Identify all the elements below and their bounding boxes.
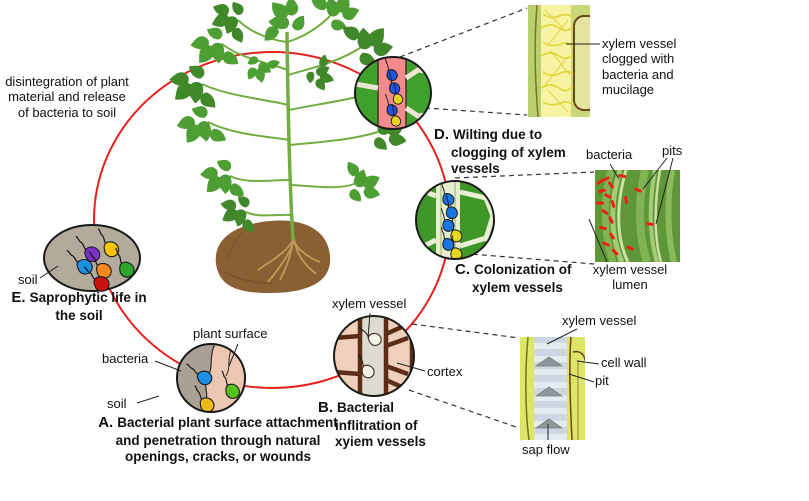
stage-b-letter: B. <box>318 399 333 416</box>
roots <box>257 237 321 283</box>
panel-sap-flow <box>520 337 585 440</box>
label-cortex: cortex <box>427 364 463 379</box>
leader-pits-1 <box>642 157 668 190</box>
caption-stage-e: E.Saprophytic life in the soil <box>4 289 154 324</box>
leader-bacteria-a <box>154 360 182 372</box>
connector-c-bottom <box>445 251 595 265</box>
panel-clogged-vessel <box>528 5 590 117</box>
leader-plant-surface <box>228 343 239 367</box>
stage-e-circle <box>43 224 141 293</box>
stage-e-letter: E. <box>11 289 26 306</box>
label-soil-a: soil <box>107 396 127 411</box>
leader-cell-wall <box>576 360 600 365</box>
stage-c-letter: C. <box>455 261 470 278</box>
stem <box>285 31 295 241</box>
soil-mound <box>215 220 331 293</box>
leader-pits-2 <box>655 157 674 225</box>
connector-b-bottom <box>408 389 520 429</box>
stage-d-letter: D. <box>434 126 449 143</box>
stage-d-circle <box>354 56 432 130</box>
label-bacteria-lumen: bacteria <box>586 147 633 162</box>
label-xylem-vessel-lumen: xylem vessel lumen <box>592 262 668 293</box>
plant-illustration <box>169 0 411 293</box>
caption-stage-c: C.Colonization of xylem vessels <box>455 261 590 296</box>
leader-xylem-b <box>367 312 371 339</box>
note-disintegration: disintegration of plant material and rel… <box>5 74 129 120</box>
stage-c-circle <box>415 180 495 260</box>
label-soil-e: soil <box>18 272 38 287</box>
label-clogged-vessel: xylem vessel clogged with bacteria and m… <box>602 36 677 97</box>
stage-a-letter: A. <box>98 414 114 431</box>
label-xylem-vessel-b: xylem vessel <box>332 296 407 311</box>
bacteria-rods <box>596 174 654 256</box>
label-bacteria-a: bacteria <box>102 351 149 366</box>
panel-vessel-lumen <box>595 170 680 262</box>
stage-a-text: Bacterial plant surface attachment and p… <box>115 415 338 465</box>
label-cell-wall: cell wall <box>601 355 647 370</box>
label-xylem-vessel-sap: xylem vessel <box>562 313 637 328</box>
leader-bacteria-lumen <box>609 163 620 180</box>
dashed-connectors <box>399 7 595 429</box>
leader-lines <box>39 43 674 440</box>
leader-lumen <box>588 218 608 263</box>
stage-c-text: Colonization of xylem vessels <box>472 262 572 295</box>
caption-stage-b: B.Bacterial inflitration of xyiem vessel… <box>318 399 445 451</box>
stage-e-text: Saprophytic life in the soil <box>29 290 147 323</box>
label-pits: pits <box>662 143 683 158</box>
leader-pit-sap <box>568 373 595 383</box>
leader-xylem-sap <box>546 328 578 345</box>
caption-stage-d: D.Wilting due to clogging of xylem vesse… <box>434 126 601 178</box>
branches <box>201 15 379 217</box>
leader-soil-e <box>39 265 59 279</box>
caption-stage-a: A.Bacterial plant surface attachment and… <box>98 414 338 466</box>
sap-flow-arrows <box>534 356 564 429</box>
label-plant-surface: plant surface <box>193 326 268 341</box>
connector-b-top <box>411 323 520 339</box>
connector-d-top <box>399 7 528 58</box>
stage-b-text: Bacterial inflitration of xyiem vessels <box>335 400 426 450</box>
leader-soil-a <box>136 395 160 404</box>
label-pit: pit <box>595 373 609 388</box>
stage-b-circle <box>333 315 415 397</box>
stage-a-circle <box>176 343 246 413</box>
stage-d-text: Wilting due to clogging of xylem vessels <box>451 127 566 177</box>
connector-d-bottom <box>424 107 528 116</box>
label-sap-flow: sap flow <box>522 442 570 457</box>
leader-cortex <box>396 362 426 372</box>
